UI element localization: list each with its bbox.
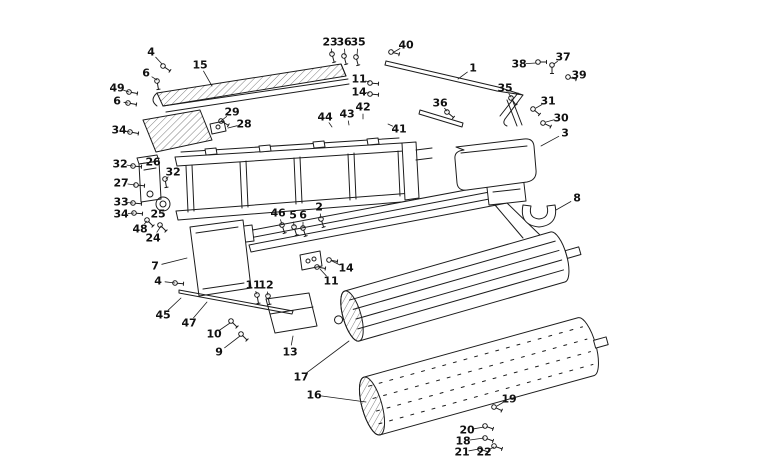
- slat-pan-drawing: [152, 63, 350, 113]
- callout-39: 39: [571, 68, 587, 82]
- callout-41: 41: [391, 122, 407, 136]
- main-frame-drawing: [174, 137, 433, 221]
- callout-9: 9: [215, 345, 223, 359]
- callout-32: 32: [165, 165, 181, 179]
- callout-40: 40: [398, 38, 414, 52]
- callout-16: 16: [306, 388, 322, 402]
- callout-8: 8: [573, 191, 581, 205]
- deflector-plate-drawing: [142, 109, 227, 153]
- callout-14: 14: [338, 261, 354, 275]
- callout-14: 14: [351, 85, 367, 99]
- callout-11: 11: [323, 274, 339, 288]
- callout-1: 1: [469, 61, 477, 75]
- callout-13: 13: [282, 345, 298, 359]
- skid-plate-drawing: [265, 292, 318, 334]
- left-bracket-drawing: [136, 154, 171, 212]
- callout-46: 46: [270, 206, 286, 220]
- lower-roller-drawing: [358, 317, 609, 436]
- callout-17: 17: [293, 370, 309, 384]
- callout-34: 34: [111, 123, 127, 137]
- callout-35: 35: [497, 81, 513, 95]
- callout-12: 12: [258, 278, 274, 292]
- callout-2: 2: [315, 200, 323, 214]
- callout-36: 36: [432, 96, 448, 110]
- mid-bracket-drawing: [299, 250, 323, 271]
- callout-3: 3: [561, 126, 569, 140]
- callout-18: 18: [455, 434, 471, 448]
- callout-21: 21: [454, 445, 470, 459]
- end-shield-drawing: [454, 138, 537, 191]
- callout-5: 5: [289, 208, 297, 222]
- callout-36: 36: [336, 35, 352, 49]
- callout-35: 35: [350, 35, 366, 49]
- callout-42: 42: [355, 100, 371, 114]
- upper-roller-drawing: [334, 231, 582, 342]
- callout-30: 30: [553, 111, 569, 125]
- callout-33: 33: [113, 195, 129, 209]
- callout-25: 25: [150, 207, 166, 221]
- callout-22: 22: [476, 445, 492, 459]
- callout-44: 44: [317, 110, 333, 124]
- saddle-bracket-drawing: [521, 204, 557, 228]
- hold-down-rod-drawing: [178, 289, 294, 315]
- callout-43: 43: [339, 107, 355, 121]
- callout-4: 4: [154, 274, 162, 288]
- callout-48: 48: [132, 222, 148, 236]
- callout-38: 38: [511, 57, 527, 71]
- divider-panel-drawing: [189, 219, 252, 297]
- callout-6: 6: [142, 66, 150, 80]
- callout-20: 20: [459, 423, 475, 437]
- callout-6: 6: [113, 94, 121, 108]
- callout-24: 24: [145, 231, 161, 245]
- callout-23: 23: [322, 35, 338, 49]
- callout-37: 37: [555, 50, 571, 64]
- callout-49: 49: [109, 81, 125, 95]
- callout-4: 4: [147, 45, 155, 59]
- callout-26: 26: [145, 155, 161, 169]
- callout-47: 47: [181, 316, 197, 330]
- callout-19: 19: [501, 392, 517, 406]
- callout-31: 31: [540, 94, 556, 108]
- callout-11: 11: [245, 278, 261, 292]
- callout-6: 6: [299, 208, 307, 222]
- torque-rod-drawing: [384, 60, 524, 128]
- callout-28: 28: [236, 117, 252, 131]
- callout-10: 10: [206, 327, 222, 341]
- callout-34: 34: [113, 207, 129, 221]
- callout-27: 27: [113, 176, 129, 190]
- leader-lines: [123, 48, 572, 452]
- callout-29: 29: [224, 105, 240, 119]
- callout-7: 7: [151, 259, 159, 273]
- callout-45: 45: [155, 308, 171, 322]
- callout-11: 11: [351, 72, 367, 86]
- callout-32: 32: [112, 157, 128, 171]
- callout-15: 15: [192, 58, 208, 72]
